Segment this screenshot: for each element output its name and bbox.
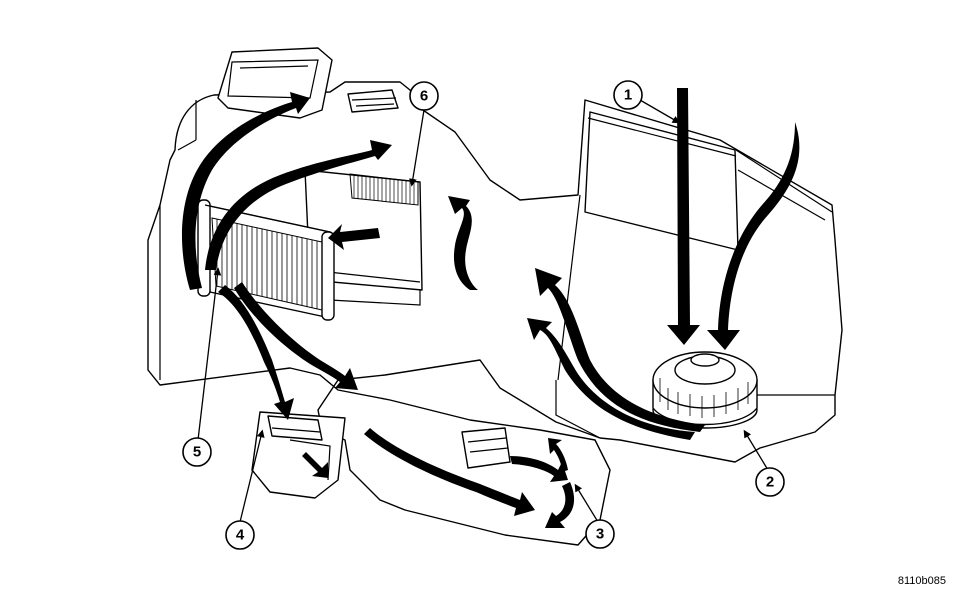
defrost-door <box>347 89 399 113</box>
airflow-heater-inlet <box>328 196 478 290</box>
callout-2: 2 <box>755 467 785 497</box>
airflow-intake-arrow-2 <box>707 122 800 350</box>
callout-leaders <box>197 99 769 523</box>
defrost-outlet-duct <box>217 47 333 119</box>
callout-1: 1 <box>613 80 643 110</box>
airflow-intake-arrow-1 <box>667 88 700 345</box>
blend-door <box>461 427 511 469</box>
callout-number: 1 <box>624 87 632 104</box>
airflow-blower-outlet <box>527 268 705 440</box>
airflow-floor-outlet <box>302 452 328 478</box>
blower-motor <box>652 351 758 429</box>
callout-number: 2 <box>766 474 774 491</box>
airflow-lower-duct <box>364 428 575 528</box>
callout-number: 3 <box>596 526 604 543</box>
figure-id-label: 8110b085 <box>897 575 946 587</box>
airflow-defrost <box>181 92 392 290</box>
callout-number: 6 <box>420 88 428 105</box>
callout-5: 5 <box>182 437 212 467</box>
airflow-floor <box>218 282 358 420</box>
airflow-arrows <box>181 88 800 528</box>
callout-3: 3 <box>585 519 615 549</box>
callout-number: 5 <box>193 444 201 461</box>
callouts: 1 2 3 4 5 6 <box>182 80 785 550</box>
floor-door <box>251 411 346 499</box>
callout-4: 4 <box>225 520 255 550</box>
callout-6: 6 <box>409 81 439 111</box>
callout-number: 4 <box>236 527 245 544</box>
